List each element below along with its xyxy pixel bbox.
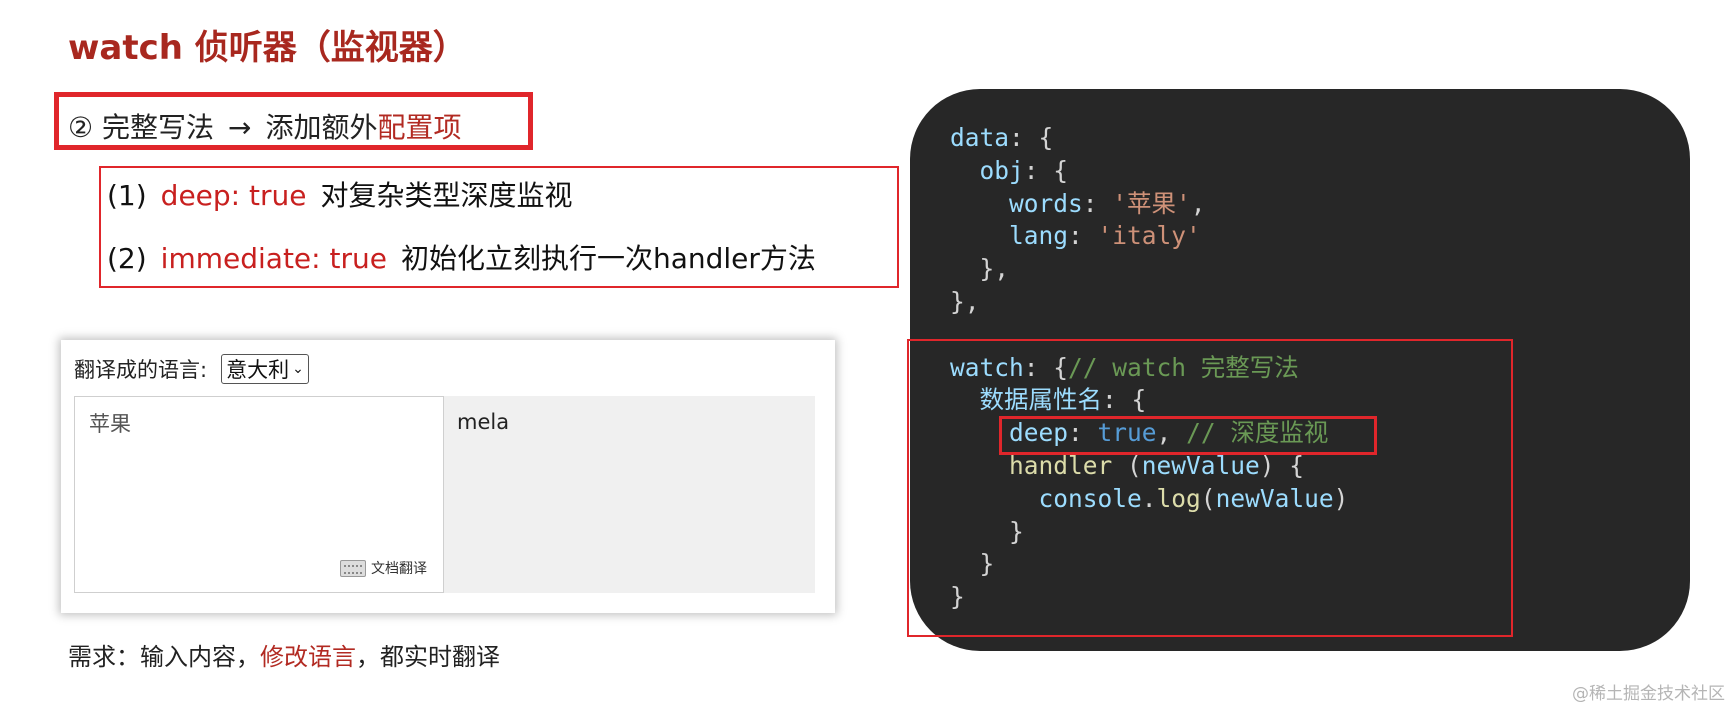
code-token: : {: [1023, 352, 1069, 382]
code-token: obj: [950, 155, 1024, 185]
code-token: :: [1068, 221, 1098, 251]
language-row: 翻译成的语言: 意大利⌄: [74, 354, 309, 384]
source-text: 苹果: [89, 412, 131, 436]
output-text: mela: [457, 410, 510, 434]
arrow-icon: →: [228, 111, 252, 144]
watch-highlight-box: [907, 339, 1513, 637]
code-line: console.log(newValue): [950, 483, 1349, 516]
code-token: },: [950, 286, 980, 316]
requirement-highlight: 修改语言: [260, 643, 356, 671]
method-prefix: ② 完整写法: [68, 111, 215, 144]
option-number: (1): [107, 179, 147, 212]
option-immediate: (2) immediate: true 初始化立刻执行一次handler方法: [107, 237, 816, 277]
code-token: }: [950, 516, 1024, 546]
code-line: obj: {: [950, 155, 1348, 188]
code-token: }: [950, 582, 965, 612]
code-token: }: [950, 549, 995, 579]
document-translate-button[interactable]: 文档翻译: [340, 558, 427, 578]
deep-highlight-box: [999, 416, 1377, 455]
method-highlight: 配置项: [377, 111, 462, 144]
option-number: (2): [107, 242, 147, 275]
code-line: data: {: [950, 122, 1348, 155]
code-line: lang: 'italy': [950, 220, 1348, 253]
translator-widget: 翻译成的语言: 意大利⌄ 苹果 文档翻译 mela: [61, 340, 835, 613]
code-line: }: [950, 581, 1348, 614]
code-line: 数据属性名: {: [950, 384, 1348, 417]
requirement-suffix: ，都实时翻译: [356, 643, 500, 671]
code-line: words: '苹果',: [950, 188, 1348, 221]
code-token: (: [1200, 483, 1216, 513]
keyboard-icon: [340, 559, 366, 577]
code-token: console: [950, 483, 1142, 513]
method-highlight-box: [54, 92, 533, 150]
option-deep: (1) deep: true 对复杂类型深度监视: [107, 174, 572, 214]
code-token: watch: [950, 352, 1024, 382]
code-token: : {: [1102, 385, 1147, 415]
code-token: // watch 完整写法: [1068, 352, 1299, 382]
translation-output: mela: [444, 396, 815, 593]
code-block: data: { obj: { words: '苹果', lang: 'italy…: [950, 122, 1348, 614]
watermark: @稀土掘金技术社区: [1572, 684, 1725, 704]
method-line: ② 完整写法 → 添加额外配置项: [68, 106, 462, 146]
requirement-text: 需求：输入内容，修改语言，都实时翻译: [68, 637, 500, 672]
code-token: 数据属性名: [950, 385, 1103, 415]
option-desc: 初始化立刻执行一次handler方法: [400, 242, 816, 275]
code-token: .: [1141, 483, 1157, 513]
code-line: deep: true, // 深度监视: [950, 417, 1348, 450]
code-token: words: [950, 188, 1083, 218]
code-line: }: [950, 548, 1348, 581]
code-token: (: [1112, 450, 1142, 480]
method-text: 添加额外: [265, 111, 378, 144]
code-token: // 深度监视: [1186, 418, 1329, 448]
source-textarea[interactable]: 苹果 文档翻译: [74, 396, 444, 593]
chevron-down-icon: ⌄: [292, 361, 304, 377]
code-token: :: [1082, 188, 1113, 218]
code-line: watch: {// watch 完整写法: [950, 352, 1348, 385]
requirement-prefix: 需求：输入内容，: [68, 643, 260, 671]
code-token: log: [1156, 483, 1201, 513]
code-token: data: [950, 123, 1010, 152]
language-selected: 意大利: [226, 358, 290, 382]
code-token: handler: [950, 450, 1113, 480]
code-token: : {: [1009, 123, 1054, 152]
code-token: },: [950, 254, 1010, 284]
code-token: newValue: [1141, 450, 1260, 480]
code-token: ): [1333, 483, 1349, 513]
code-token: '苹果': [1112, 188, 1191, 218]
code-token: lang: [950, 221, 1069, 251]
code-panel: [910, 89, 1690, 651]
code-line: handler (newValue) {: [950, 450, 1348, 483]
option-key: immediate: true: [160, 242, 387, 275]
language-select[interactable]: 意大利⌄: [221, 354, 309, 384]
code-line: },: [950, 253, 1348, 286]
code-token: :: [1068, 418, 1098, 448]
page-title: watch 侦听器（监视器）: [68, 28, 467, 68]
code-token: ) {: [1259, 450, 1305, 480]
code-token: true: [1097, 418, 1157, 448]
code-token: 'italy': [1097, 221, 1201, 251]
code-token: ,: [1156, 418, 1187, 448]
code-line: },: [950, 286, 1348, 319]
option-key: deep: true: [160, 179, 307, 212]
code-token: deep: [950, 418, 1069, 448]
document-translate-label: 文档翻译: [371, 561, 427, 577]
options-box: [99, 166, 899, 288]
code-token: ,: [1190, 188, 1206, 218]
code-line: }: [950, 516, 1348, 549]
language-label: 翻译成的语言:: [74, 358, 208, 382]
code-token: : {: [1023, 155, 1069, 185]
code-token: newValue: [1215, 483, 1334, 513]
option-desc: 对复杂类型深度监视: [320, 179, 573, 212]
